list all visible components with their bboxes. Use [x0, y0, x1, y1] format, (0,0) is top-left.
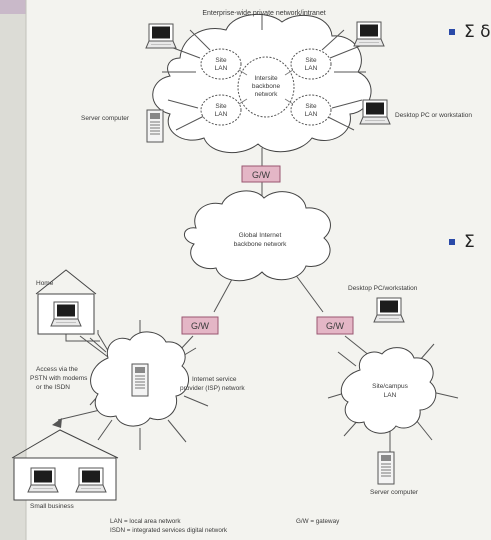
server-computer-left-label: Server computer — [81, 115, 130, 122]
gateway-right-label: G/W — [326, 321, 345, 331]
bullet-2-marker — [449, 239, 455, 245]
gateway-right: G/W — [316, 316, 354, 335]
svg-text:LAN: LAN — [384, 392, 397, 399]
svg-text:Site/campus: Site/campus — [372, 383, 409, 390]
enterprise-caption: Enterprise-wide private network/intranet — [202, 10, 325, 17]
gateway-left-label: G/W — [191, 321, 210, 331]
intersite-backbone-label: Intersite backbone network — [252, 75, 281, 98]
server-bottom — [377, 451, 395, 485]
gateway-top: G/W — [241, 165, 281, 183]
global-internet-cloud — [184, 190, 331, 282]
bullet-1-marker — [449, 29, 455, 35]
gateway-top-label: G/W — [252, 170, 271, 180]
gateway-left: G/W — [181, 316, 219, 335]
legend-gateway: G/W = gateway — [296, 518, 340, 525]
bullet-2: Σ — [449, 232, 475, 252]
bullet-1: Σ δ — [449, 22, 491, 42]
desktop-pc-workstation-label: Desktop PC/workstation — [348, 285, 418, 292]
small-business-building — [11, 429, 119, 501]
svg-text:backbone network: backbone network — [234, 241, 288, 248]
laptop-top-right — [353, 21, 385, 47]
isp-label: Internet service provider (ISP) network — [180, 376, 245, 392]
bullet-1-text: Σ δ — [464, 22, 491, 42]
svg-text:or the ISDN: or the ISDN — [36, 384, 70, 391]
server-left — [146, 109, 164, 143]
svg-text:Access via the: Access via the — [36, 366, 78, 373]
enterprise-cloud — [152, 13, 372, 154]
svg-text:Site: Site — [305, 103, 317, 110]
svg-text:PSTN with modems: PSTN with modems — [30, 375, 88, 382]
legend: LAN = local area network ISDN = integrat… — [110, 518, 340, 534]
desktop-pc-right — [359, 99, 391, 125]
global-internet-label: Global Internet backbone network — [234, 232, 288, 248]
laptop-top-left — [145, 23, 177, 49]
svg-text:Internet service: Internet service — [192, 376, 237, 383]
svg-text:network: network — [255, 91, 279, 98]
desktop-pc-workstation — [373, 297, 405, 323]
svg-text:Global Internet: Global Internet — [239, 232, 282, 239]
campus-lan-label: Site/campus LAN — [372, 383, 409, 399]
svg-text:LAN: LAN — [215, 65, 228, 72]
site-lan-labels: Site LAN Site LAN Site LAN Site LAN — [215, 57, 318, 118]
campus-cloud — [327, 343, 459, 456]
legend-isdn: ISDN = integrated services digital netwo… — [110, 527, 228, 534]
server-computer-bottom-label: Server computer — [370, 489, 419, 496]
isp-server — [131, 363, 149, 397]
home-label: Home — [36, 280, 54, 287]
home-house — [35, 269, 97, 335]
access-note: Access via the PSTN with modems or the I… — [30, 366, 88, 391]
svg-text:Site: Site — [305, 57, 317, 64]
svg-text:Site: Site — [215, 57, 227, 64]
svg-text:Site: Site — [215, 103, 227, 110]
svg-text:LAN: LAN — [305, 65, 318, 72]
legend-lan: LAN = local area network — [110, 518, 181, 525]
svg-text:backbone: backbone — [252, 83, 281, 90]
svg-text:LAN: LAN — [215, 111, 228, 118]
small-business-label: Small business — [30, 503, 74, 510]
svg-text:Intersite: Intersite — [254, 75, 278, 82]
svg-text:provider (ISP) network: provider (ISP) network — [180, 385, 245, 392]
svg-text:LAN: LAN — [305, 111, 318, 118]
desktop-pc-label: Desktop PC or workstation — [395, 112, 472, 119]
bullet-2-text: Σ — [464, 232, 475, 252]
